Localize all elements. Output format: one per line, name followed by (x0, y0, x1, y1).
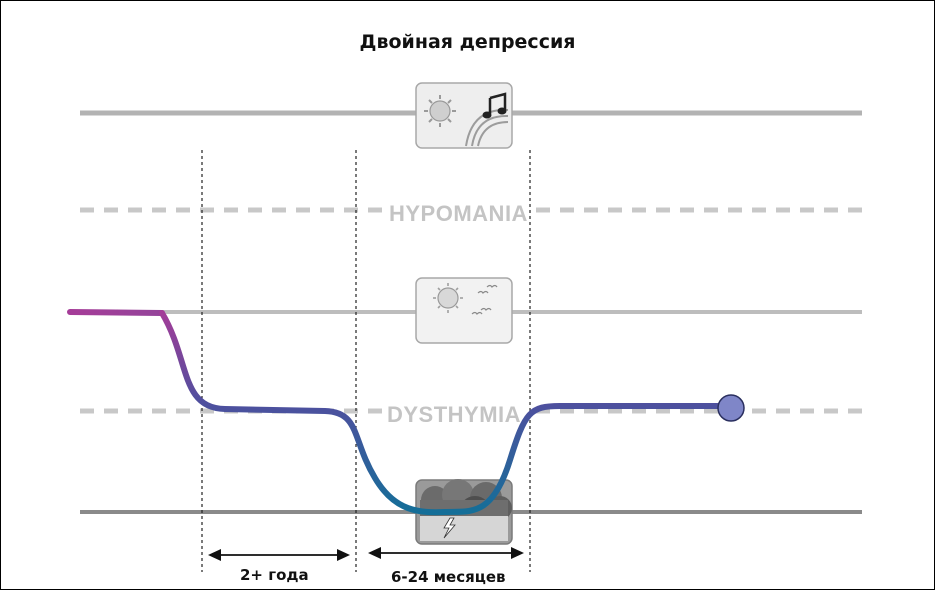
duration-label-2: 6-24 месяцев (391, 568, 506, 586)
mood-curve (159, 310, 723, 516)
dysthymia-label-bg (383, 398, 528, 426)
mood-endpoint (717, 394, 745, 422)
dysthymia-label: DYSTHYMIA (387, 402, 521, 427)
sun-icon (433, 283, 463, 313)
birds-icon (471, 284, 498, 315)
mood-curve-start (67, 309, 165, 316)
normal-icon-box (415, 277, 513, 344)
duration-arrow-1 (208, 549, 350, 561)
lightning-icon (443, 517, 456, 539)
duration-label-1: 2+ года (240, 566, 309, 584)
music-note-icon (482, 92, 507, 119)
hypomania-label: HYPOMANIA (389, 201, 528, 226)
mania-icon-box (415, 82, 513, 149)
hypomania-label-bg (383, 197, 533, 225)
diagram-title: Двойная депрессия (359, 31, 576, 53)
sun-icon (424, 95, 456, 127)
duration-arrow-2 (368, 547, 524, 559)
